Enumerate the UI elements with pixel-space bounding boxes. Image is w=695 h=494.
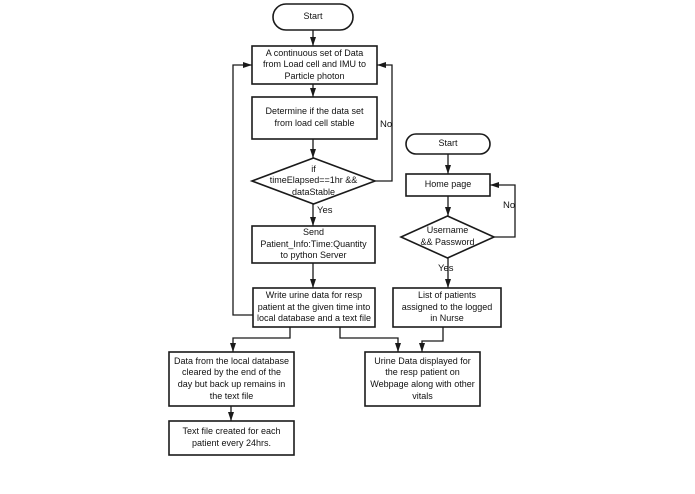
process-send-patient-info [251,225,376,264]
decision-time-elapsed [249,157,378,205]
process-text-file-created [168,420,295,456]
terminator-start-nurse-flow [405,133,491,155]
process-urine-data-displayed [364,351,481,407]
edge-diamond2-no-to-home [490,182,516,238]
process-list-of-patients [392,287,502,328]
edge-box4-to-box5 [230,327,291,352]
process-database-cleared [168,351,295,407]
terminator-start-device-flow [272,3,354,31]
process-determine-stable [251,96,378,140]
edge-box7-to-box8 [419,327,444,352]
process-home-page [405,173,491,197]
process-continuous-data [251,45,378,85]
edge-box4-loop-to-box1 [232,62,253,316]
edge-diamond1-no-to-box1 [375,62,393,182]
process-write-urine-data [252,287,376,328]
edge-box4-to-box8 [339,327,401,352]
decision-username-password [399,215,496,259]
